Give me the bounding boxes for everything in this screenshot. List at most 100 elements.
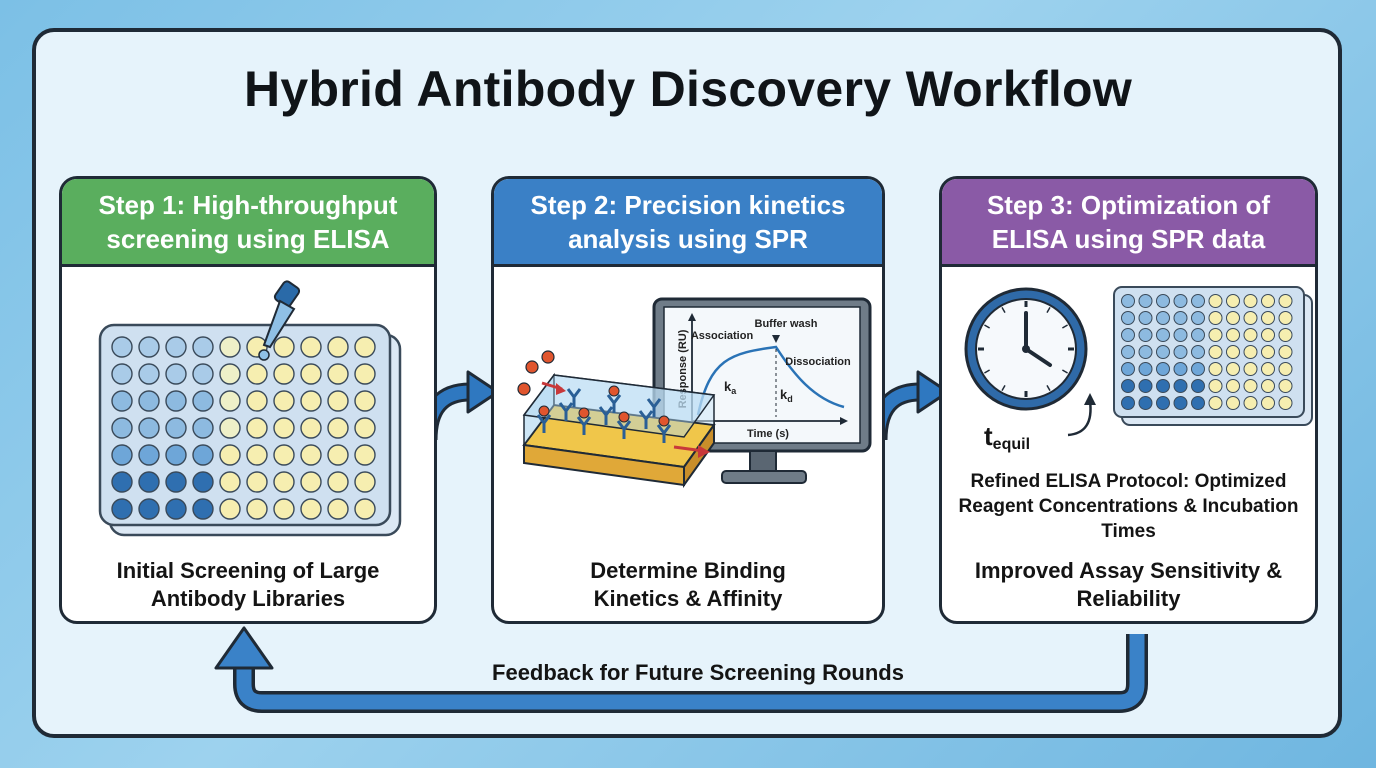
- plate-well: [354, 417, 376, 439]
- plate-well: [1278, 311, 1293, 325]
- plate-well: [1208, 311, 1223, 325]
- plate-well: [1191, 311, 1205, 325]
- step1-header: Step 1: High-throughput screening using …: [62, 179, 434, 267]
- plate-well: [1208, 379, 1223, 393]
- plate-well: [1226, 345, 1240, 359]
- plate-well: [246, 444, 268, 466]
- kd-subscript: d: [787, 394, 793, 404]
- plate-well: [138, 336, 160, 358]
- association-label: Association: [691, 330, 754, 342]
- plate-well: [354, 390, 376, 412]
- antibody-icon: [646, 398, 662, 417]
- plate-well: [273, 417, 295, 439]
- antibody-icon: [616, 411, 632, 439]
- plate-well: [1156, 328, 1170, 342]
- plate-well: [165, 498, 187, 520]
- plate-well: [1121, 345, 1135, 359]
- plate-well: [327, 336, 349, 358]
- plate-well: [111, 417, 133, 439]
- plate-well: [192, 444, 214, 466]
- plate-well: [1261, 362, 1275, 376]
- plate-well: [1278, 328, 1293, 342]
- plate-well: [327, 444, 349, 466]
- buffer-wash-label: Buffer wash: [755, 318, 818, 330]
- svg-text:tequil: tequil: [984, 421, 1030, 453]
- plate-well: [1243, 379, 1258, 393]
- plate-well: [354, 471, 376, 493]
- clock-tick: [1061, 369, 1068, 374]
- plate-well: [1121, 362, 1135, 376]
- plate-well: [1138, 328, 1153, 342]
- clock-tick: [1001, 384, 1006, 391]
- plate-well: [138, 498, 160, 520]
- plate-well: [273, 444, 295, 466]
- plate-well: [192, 336, 214, 358]
- feedback-label: Feedback for Future Screening Rounds: [492, 660, 904, 685]
- plate-well: [192, 417, 214, 439]
- plate-well: [1156, 379, 1170, 393]
- plate-well: [1278, 362, 1293, 376]
- spr-chip-figure: Response (RU) Time (s) Association Buffe…: [517, 297, 872, 489]
- plate-well: [1278, 396, 1293, 410]
- plate-well: [165, 390, 187, 412]
- plate-well: [1226, 362, 1240, 376]
- step3-header: Step 3: Optimization of ELISA using SPR …: [942, 179, 1315, 267]
- plate-well: [1208, 362, 1223, 376]
- plate-well: [1243, 345, 1258, 359]
- plate-well: [300, 471, 322, 493]
- antibody-icon: [576, 407, 592, 435]
- plate-well: [138, 390, 160, 412]
- plate-well: [1226, 328, 1240, 342]
- plate-well: [1173, 379, 1188, 393]
- plate-well: [327, 363, 349, 385]
- plate-well: [1208, 328, 1223, 342]
- clock-tick: [1061, 324, 1068, 329]
- plate-well: [300, 390, 322, 412]
- plate-well: [111, 363, 133, 385]
- plate-well: [1191, 345, 1205, 359]
- plate-well: [1243, 328, 1258, 342]
- plate-well: [219, 471, 241, 493]
- plate-well: [1261, 345, 1275, 359]
- plate-well: [1138, 294, 1153, 308]
- plate-well: [1156, 294, 1170, 308]
- plate-well: [1156, 345, 1170, 359]
- plate-well: [192, 471, 214, 493]
- plate-well: [246, 471, 268, 493]
- step1-caption: Initial Screening of Large Antibody Libr…: [116, 558, 380, 611]
- plate-well: [192, 390, 214, 412]
- svg-text:ka: ka: [724, 379, 737, 396]
- plate-well: [165, 417, 187, 439]
- plate-well: [1138, 311, 1153, 325]
- plate-well: [1173, 311, 1188, 325]
- sensor-chip-icon: [517, 350, 716, 489]
- plate-well: [300, 336, 322, 358]
- plate-well: [1173, 328, 1188, 342]
- plate-well: [1226, 294, 1240, 308]
- step3-caption: Improved Assay Sensitivity & Reliability: [974, 558, 1283, 611]
- plate-well: [1226, 311, 1240, 325]
- plate-well: [165, 363, 187, 385]
- plate-well: [192, 498, 214, 520]
- plate-well: [246, 363, 268, 385]
- plate-well: [327, 390, 349, 412]
- plate-well: [1138, 345, 1153, 359]
- plate-well: [300, 498, 322, 520]
- step2-panel: Step 2: Precision kinetics analysis usin…: [491, 176, 885, 624]
- plate-well: [1191, 396, 1205, 410]
- optimization-figure: tequil: [964, 286, 1313, 453]
- plate-well: [1173, 396, 1188, 410]
- plate-well: [1261, 328, 1275, 342]
- plate-well: [1138, 396, 1153, 410]
- antibody-icon: [638, 410, 654, 429]
- plate-well: [1278, 379, 1293, 393]
- antibody-icon: [558, 402, 574, 421]
- plate-well: [1191, 328, 1205, 342]
- plate-well: [1121, 328, 1135, 342]
- dissociation-label: Dissociation: [785, 356, 851, 368]
- plate-well: [327, 471, 349, 493]
- step1-panel: Step 1: High-throughput screening using …: [59, 176, 437, 624]
- plate-well: [138, 471, 160, 493]
- elisa-plate-figure: [98, 280, 402, 537]
